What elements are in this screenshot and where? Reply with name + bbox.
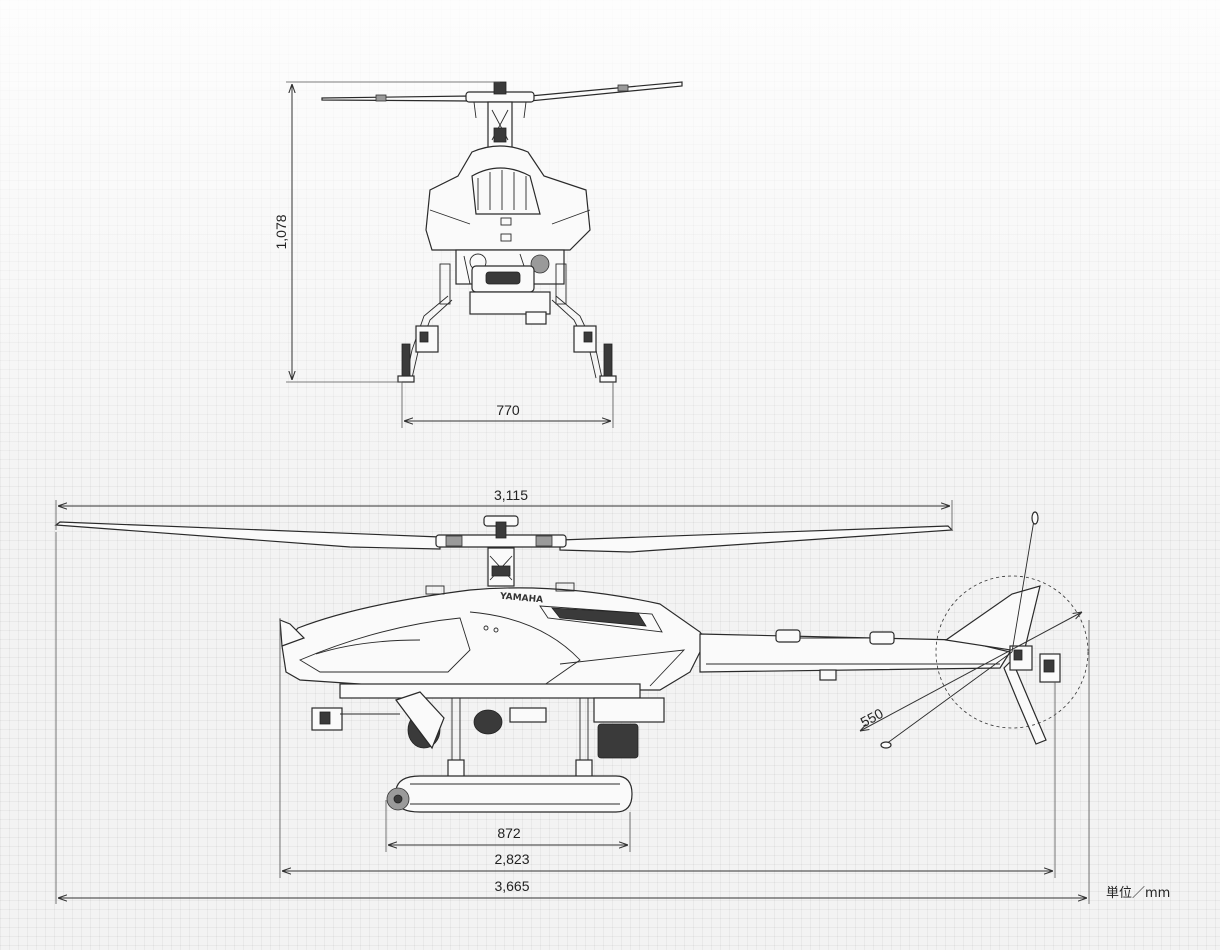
skid-length-label: 872	[497, 825, 521, 841]
front-height-dimension: 1,078	[273, 81, 500, 383]
total-length-label: 3,665	[494, 878, 529, 894]
unit-label: 単位／mm	[1106, 886, 1171, 901]
fuselage-length-dimension: 2,823	[279, 618, 1056, 878]
fuselage-length-label: 2,823	[494, 851, 529, 867]
front-height-label: 1,078	[273, 214, 289, 249]
front-width-label: 770	[496, 402, 520, 418]
rotor-span-label: 3,115	[494, 487, 528, 503]
front-width-dimension: 770	[401, 382, 614, 428]
rotor-span-dimension: 3,115	[55, 487, 953, 530]
tail-rotor-label: 550	[858, 705, 886, 730]
total-length-dimension: 3,665	[55, 532, 1090, 904]
front-view-helicopter	[321, 81, 683, 383]
brand-mark: YAMAHA	[499, 592, 544, 606]
side-view-helicopter: YAMAHA	[54, 511, 1089, 813]
tail-rotor-disc	[935, 575, 1089, 729]
skid-length-dimension: 872	[385, 800, 631, 852]
